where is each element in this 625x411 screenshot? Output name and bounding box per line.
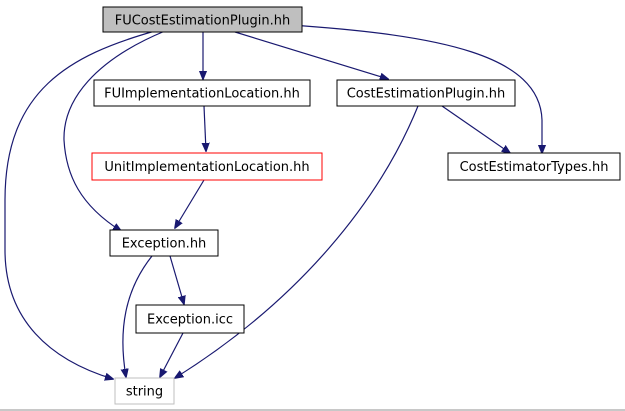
node-exception-hh[interactable]: Exception.hh bbox=[109, 229, 219, 257]
node-label: Exception.icc bbox=[147, 313, 233, 328]
node-label: UnitImplementationLocation.hh bbox=[104, 160, 309, 175]
node-fuimplementationlocation[interactable]: FUImplementationLocation.hh bbox=[93, 79, 311, 107]
bottom-divider bbox=[0, 409, 625, 411]
edge-costestimationplugin-to-costestimatortypes bbox=[441, 105, 510, 153]
edge-exception-icc-to-string bbox=[160, 332, 184, 377]
edge-exception-hh-to-exception-icc bbox=[169, 255, 184, 304]
node-exception-icc[interactable]: Exception.icc bbox=[135, 304, 245, 334]
edge-fucostestimationplugin-to-exception-hh bbox=[63, 30, 166, 231]
node-label: Exception.hh bbox=[122, 237, 207, 252]
node-fucostestimationplugin[interactable]: FUCostEstimationPlugin.hh bbox=[102, 6, 303, 33]
node-costestimatortypes[interactable]: CostEstimatorTypes.hh bbox=[447, 152, 621, 181]
edge-fucostestimationplugin-to-costestimatortypes bbox=[289, 24, 542, 153]
node-unitimplementationlocation[interactable]: UnitImplementationLocation.hh bbox=[91, 152, 323, 181]
node-label: string bbox=[126, 385, 163, 400]
edge-fuimplementationlocation-to-unitimplementationlocation bbox=[204, 105, 206, 151]
node-label: FUImplementationLocation.hh bbox=[104, 87, 300, 102]
edge-unitimplementationlocation-to-exception-hh bbox=[175, 179, 205, 228]
node-label: CostEstimatorTypes.hh bbox=[460, 160, 609, 175]
edge-fucostestimationplugin-to-string bbox=[4, 30, 156, 379]
node-label: FUCostEstimationPlugin.hh bbox=[115, 14, 291, 29]
node-string[interactable]: string bbox=[114, 377, 175, 405]
edge-exception-hh-to-string bbox=[123, 255, 153, 377]
node-costestimationplugin[interactable]: CostEstimationPlugin.hh bbox=[336, 79, 516, 107]
node-label: CostEstimationPlugin.hh bbox=[347, 87, 506, 102]
edge-fucostestimationplugin-to-costestimationplugin bbox=[234, 31, 388, 79]
edges bbox=[4, 24, 542, 379]
edge-costestimationplugin-to-string bbox=[175, 105, 419, 378]
